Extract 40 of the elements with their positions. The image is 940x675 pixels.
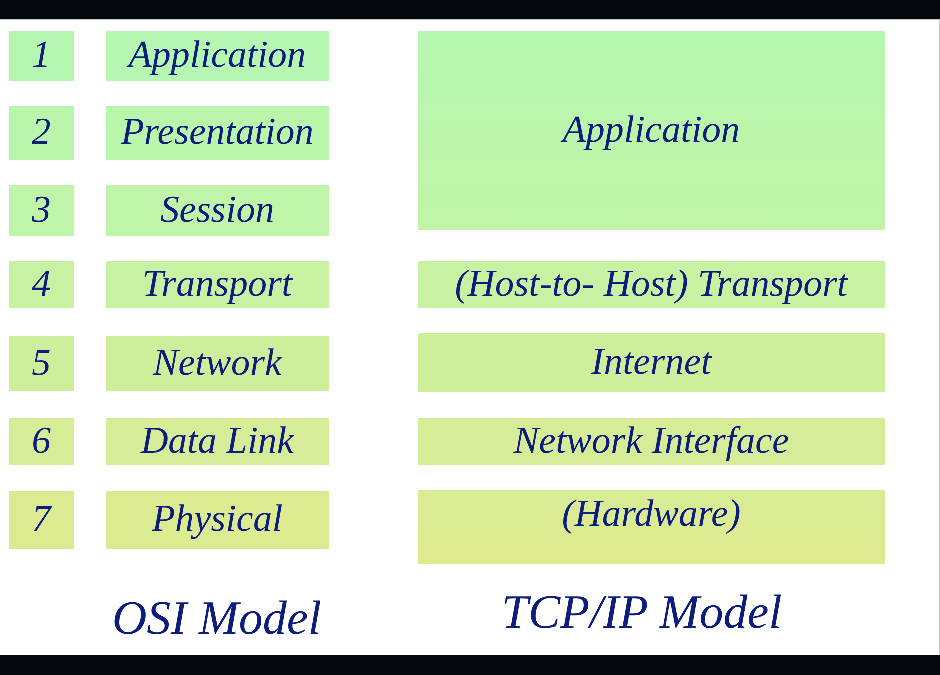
osi-layer-box xyxy=(106,185,329,236)
osi-layer-box xyxy=(106,336,329,391)
tcp-layer-box xyxy=(418,333,885,392)
layer-name: Internet xyxy=(591,340,712,384)
layer-name: (Hardware) xyxy=(562,493,741,537)
osi-layer-box xyxy=(106,106,329,160)
layer-name: (Host-to- Host) Transport xyxy=(455,262,848,306)
layer-number: 5 xyxy=(32,342,51,386)
layer-number: 4 xyxy=(32,262,51,306)
layer-number: 7 xyxy=(32,498,51,542)
layer-number-box xyxy=(9,106,74,160)
model-title: OSI Model xyxy=(112,591,322,647)
layer-number: 6 xyxy=(32,420,51,464)
layer-number-box xyxy=(9,336,74,391)
layer-name: Application xyxy=(562,108,740,152)
osi-layer-box xyxy=(106,418,329,465)
osi-layer-box xyxy=(106,31,329,81)
tcp-layer-box xyxy=(418,261,885,308)
layer-name: Network xyxy=(153,342,282,386)
osi-layer-box xyxy=(106,491,329,549)
layer-number-box xyxy=(9,31,74,81)
layer-number-box xyxy=(9,261,74,308)
layer-name: Session xyxy=(160,188,274,232)
layer-name: Presentation xyxy=(121,111,314,155)
layer-number: 3 xyxy=(32,188,51,232)
layer-name: Application xyxy=(128,34,306,78)
layer-name: Transport xyxy=(142,262,292,306)
layer-number: 2 xyxy=(32,111,51,155)
layer-number-box xyxy=(9,418,74,465)
tcp-layer-box xyxy=(418,490,885,564)
layer-number-box xyxy=(9,185,74,236)
layer-number-box xyxy=(9,491,74,549)
layer-name: Physical xyxy=(152,498,283,542)
layer-name: Network Interface xyxy=(514,420,790,464)
layer-name: Data Link xyxy=(140,420,294,464)
tcp-layer-box xyxy=(418,418,885,465)
tcp-layer-box xyxy=(418,31,885,230)
osi-layer-box xyxy=(106,261,329,308)
layer-number: 1 xyxy=(32,34,51,78)
model-title: TCP/IP Model xyxy=(502,585,782,641)
